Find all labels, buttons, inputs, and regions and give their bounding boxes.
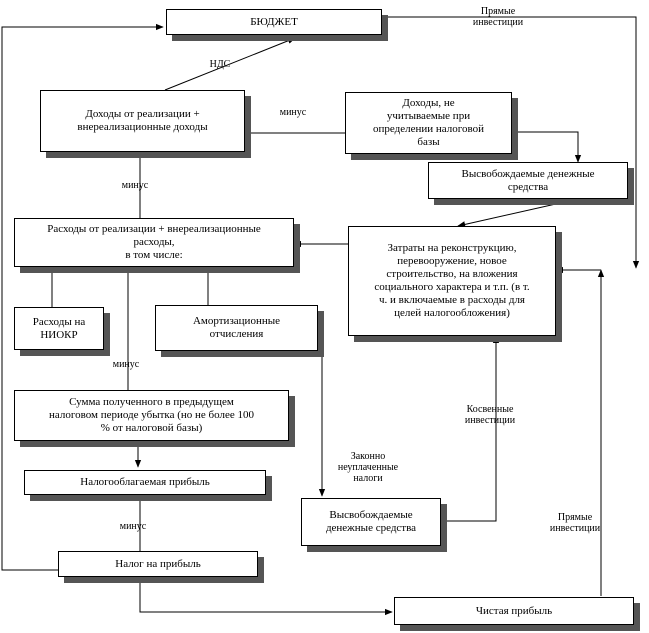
budget-box: БЮДЖЕТ — [166, 9, 382, 35]
rnd-box: Расходы на НИОКР — [14, 307, 104, 350]
expenses-label: Расходы от реализации + внереализационны… — [47, 223, 261, 261]
arrow-profit-tax-to-budget — [1, 23, 164, 571]
vat-label: НДС — [209, 59, 231, 70]
released-funds-top-label: Высвобождаемые денежные средства — [461, 167, 595, 193]
minus-label-2: минус — [121, 180, 149, 191]
depreciation-label: Амортизационные отчисления — [192, 315, 280, 340]
taxable-profit-box: Налогооблагаемая прибыль — [24, 470, 266, 495]
arrow-nontaxable-to-released — [512, 131, 582, 163]
minus-label-3: минус — [112, 359, 140, 370]
arrow-budget-direct-investments — [382, 16, 640, 269]
direct-investments-bottom-label: Прямые инвестиции — [549, 512, 601, 534]
depreciation-box: Амортизационные отчисления — [155, 305, 318, 351]
budget-label: БЮДЖЕТ — [250, 15, 298, 28]
direct-investments-top-label: Прямые инвестиции — [472, 6, 524, 28]
prior-loss-label: Сумма полученного в предыдущем налоговом… — [48, 396, 254, 434]
arrow-depreciation-to-released — [317, 333, 326, 497]
legally-unpaid-taxes-label: Законно неуплаченные налоги — [337, 451, 399, 484]
indirect-investments-label: Косвенные инвестиции — [464, 404, 516, 426]
net-profit-label: Чистая прибыль — [475, 604, 553, 617]
minus-label-1: минус — [279, 107, 307, 118]
profit-tax-box: Налог на прибыль — [58, 551, 258, 577]
prior-loss-box: Сумма полученного в предыдущем налоговом… — [14, 390, 289, 441]
reconstruction-label: Затраты на реконструкцию, перевооружение… — [374, 242, 530, 319]
arrow-vat — [164, 37, 296, 91]
released-funds-bottom-label: Высвобождаемые денежные средства — [325, 509, 417, 534]
arrow-profit-tax-to-net — [139, 577, 393, 616]
arrow-released-to-reconstruction — [457, 198, 579, 228]
expenses-box: Расходы от реализации + внереализационны… — [14, 218, 294, 267]
taxable-profit-label: Налогооблагаемая прибыль — [80, 476, 210, 488]
released-funds-bottom-box: Высвобождаемые денежные средства — [301, 498, 441, 546]
revenue-box: Доходы от реализации + внереализационные… — [40, 90, 245, 152]
non-taxable-income-box: Доходы, не учитываемые при определении н… — [345, 92, 512, 154]
reconstruction-box: Затраты на реконструкцию, перевооружение… — [348, 226, 556, 336]
profit-tax-label: Налог на прибыль — [115, 557, 201, 570]
non-taxable-income-label: Доходы, не учитываемые при определении н… — [373, 97, 484, 148]
released-funds-top-box: Высвобождаемые денежные средства — [428, 162, 628, 199]
net-profit-box: Чистая прибыль — [394, 597, 634, 625]
rnd-label: Расходы на НИОКР — [32, 315, 86, 341]
revenue-label: Доходы от реализации + внереализационные… — [77, 108, 208, 133]
minus-label-4: минус — [119, 521, 147, 532]
arrow-released-to-reconstruction-indirect — [441, 335, 500, 522]
